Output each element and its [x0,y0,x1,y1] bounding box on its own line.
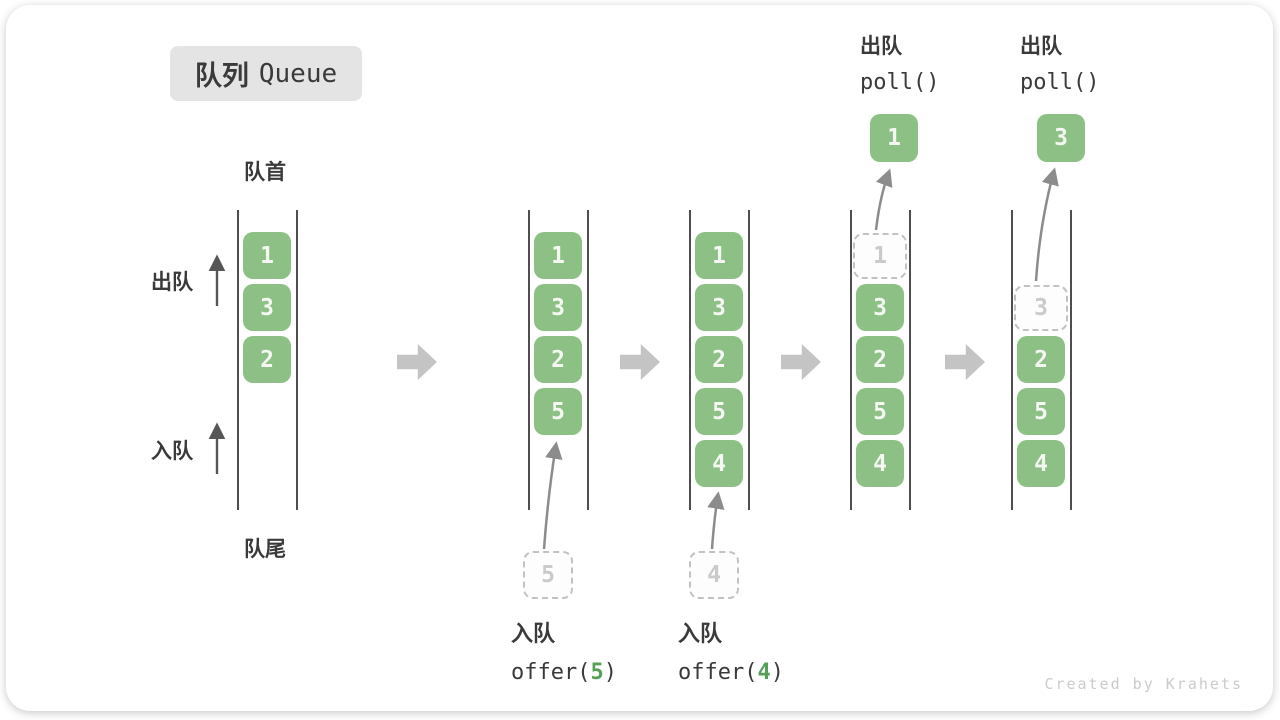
queue4-cell: 4 [856,440,904,487]
offer5-code-pre: offer( [511,660,591,685]
queue5-left-wall [1011,210,1013,510]
state-transition-arrow-icon [945,344,985,380]
watermark: Created by Krahets [1044,675,1243,693]
queue2-right-wall [587,210,589,510]
queue-rear-label: 队尾 [244,538,286,561]
queue3-pending-cell: 4 [689,551,739,599]
queue2-pending-cell: 5 [523,551,573,599]
queue1-cell: 1 [243,232,291,279]
queue3-cell: 5 [695,388,743,435]
state-transition-arrow-icon [781,344,821,380]
queue5-removed-cell: 3 [1014,285,1068,331]
offer5-code-arg: 5 [590,660,604,685]
offer5-zh-label: 入队 [511,621,556,646]
queue4-cell: 2 [856,336,904,383]
offer4-arrow-icon [707,491,725,550]
queue2-left-wall [528,210,530,510]
queue5-cell: 2 [1017,336,1065,383]
queue2-cell: 5 [534,388,582,435]
poll3-arrow-icon [1034,167,1059,282]
title-en: Queue [258,58,338,89]
poll1-arrow-icon [874,168,893,231]
state-transition-arrow-icon [620,344,660,380]
offer5-code-post: ) [603,660,617,685]
poll2-code-label: poll() [1020,70,1100,95]
queue3-left-wall [689,210,691,510]
offer4-zh-label: 入队 [678,621,723,646]
poll1-operation-label: 出队 poll() [860,30,939,95]
queue5-cell: 4 [1017,440,1065,487]
queue3-cell: 3 [695,284,743,331]
queue4-left-wall [850,210,852,510]
queue-front-label: 队首 [244,161,286,184]
queue1-cell: 3 [243,284,291,331]
poll2-operation-label: 出队 poll() [1020,30,1099,95]
queue5-cell: 5 [1017,388,1065,435]
queue2-cell: 2 [534,336,582,383]
queue4-right-wall [909,210,911,510]
queue1-left-wall [237,210,239,510]
poll2-zh-label: 出队 [1020,35,1062,58]
queue3-cell: 2 [695,336,743,383]
queue3-cell: 4 [695,440,743,487]
queue1-right-wall [296,210,298,510]
queue5-polled-cell: 3 [1037,114,1085,162]
dequeue-direction-label: 出队 [151,271,193,294]
offer4-operation-label: 入队 offer(4) [678,616,784,685]
state-transition-arrow-icon [397,344,437,380]
queue1-cell: 2 [243,336,291,383]
offer5-arrow-icon [542,441,563,550]
queue4-cell: 5 [856,388,904,435]
offer4-code-arg: 4 [757,660,771,685]
offer4-code-label: offer(4) [678,660,784,685]
queue3-right-wall [748,210,750,510]
queue5-right-wall [1070,210,1072,510]
queue4-cell: 3 [856,284,904,331]
diagram-title: 队列 Queue [170,46,362,101]
queue4-polled-cell: 1 [870,114,918,162]
title-zh: 队列 [194,61,249,91]
enqueue-direction-label: 入队 [151,440,193,463]
queue4-removed-cell: 1 [853,233,907,279]
poll1-code-label: poll() [860,70,940,95]
queue3-cell: 1 [695,232,743,279]
queue2-cell: 1 [534,232,582,279]
offer5-operation-label: 入队 offer(5) [511,616,617,685]
offer4-code-post: ) [770,660,784,685]
queue2-cell: 3 [534,284,582,331]
offer5-code-label: offer(5) [511,660,617,685]
poll1-zh-label: 出队 [860,35,902,58]
offer4-code-pre: offer( [678,660,758,685]
